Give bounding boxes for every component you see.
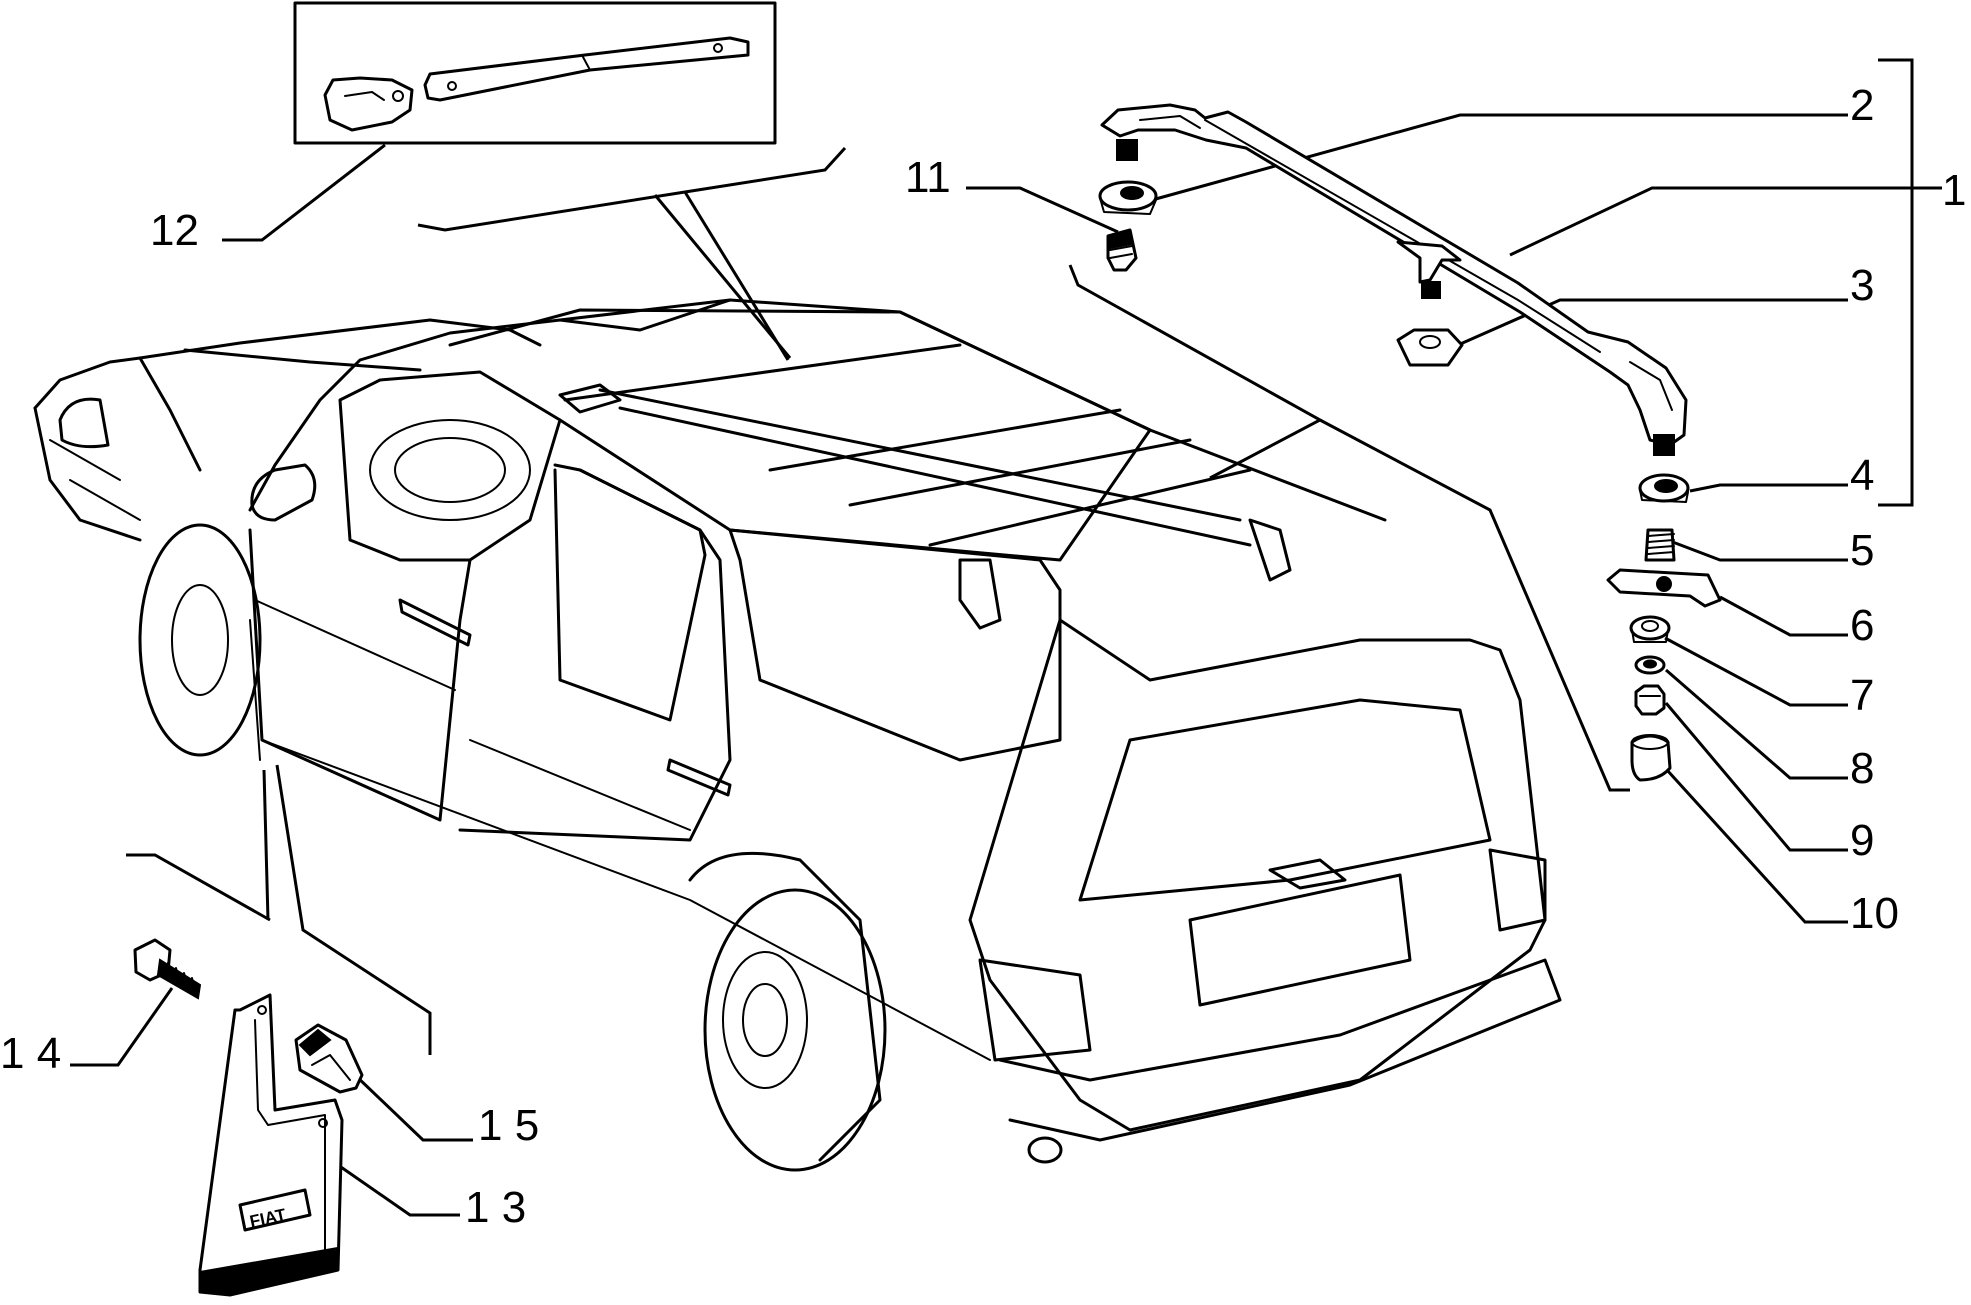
part-10-cap [1630,734,1672,782]
station-wagon-illustration [33,298,1562,1172]
callout-12: 12 [150,206,199,255]
callout-14: 1 4 [0,1029,61,1078]
roof-bar-assembly [1100,103,1688,456]
part-2-washer [1098,180,1158,215]
callout-labels: 1 2 3 4 5 6 7 8 9 10 11 12 1 3 1 4 1 5 [0,81,1966,1232]
callout-6: 6 [1850,601,1874,650]
part-8-washer [1634,655,1666,675]
part-15-clip [294,1023,364,1094]
callout-11: 11 [905,153,951,202]
callout-9: 9 [1850,816,1874,865]
callout-4: 4 [1850,451,1874,500]
part-9-nut [1634,684,1666,716]
callout-13: 1 3 [465,1183,526,1232]
callout-10: 10 [1850,889,1899,938]
projection-lines [126,146,1630,1055]
part-4-washer [1638,473,1690,503]
part-3-washer [1396,328,1464,367]
inset-box-part-12 [293,1,777,145]
callout-7: 7 [1850,671,1874,720]
callout-2: 2 [1850,81,1874,130]
part-14-bolt [133,938,202,1000]
callout-3: 3 [1850,261,1874,310]
callout-1: 1 [1942,166,1966,215]
part-5-spring [1644,528,1676,562]
mudflap-group: FIAT [133,938,364,1297]
part-7-washer [1629,615,1671,643]
callout-5: 5 [1850,526,1874,575]
small-parts [1098,180,1722,782]
leader-lines [70,58,1942,1217]
part-6-plate [1606,568,1722,608]
callout-8: 8 [1850,744,1874,793]
callout-15: 1 5 [478,1101,539,1150]
part-13-mudflap: FIAT [198,993,344,1297]
part-11-grommet [1106,228,1138,272]
